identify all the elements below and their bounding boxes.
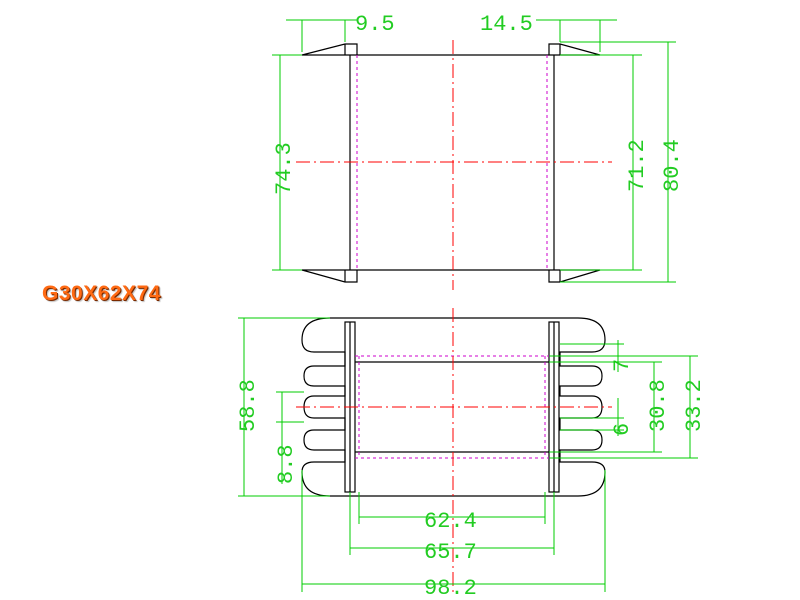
top-view: 58.8 8.8 7 6 30.8 33.2 62.4 [236,308,707,600]
dim-pitch-b: 6 [610,423,635,436]
dim-inner-width: 62.4 [424,509,477,534]
dim-height-total: 80.4 [660,139,685,192]
dim-total-width: 98.2 [424,576,477,600]
dim-pin-right: 14.5 [480,12,533,37]
top-flange-inner [344,44,561,55]
dim-pitch-a: 7 [610,359,635,372]
dim-height-outer: 74.3 [272,142,297,195]
bobbin-outline [301,317,606,497]
dim-pin-left: 9.5 [355,12,395,37]
bottom-flange [301,269,601,283]
dim-slot-gap: 8.8 [274,444,299,484]
dim-height-inner: 71.2 [625,139,650,192]
dim-window: 30.8 [646,379,671,432]
dim-core: 33.2 [682,379,707,432]
dim-mid-width: 65.7 [424,540,477,565]
dim-height: 58.8 [236,379,261,432]
top-flange [301,43,601,56]
model-title: G30X62X74 [42,282,161,305]
bottom-flange-inner [344,270,561,282]
side-view: 9.5 14.5 74.3 71.2 80.4 [272,12,685,290]
